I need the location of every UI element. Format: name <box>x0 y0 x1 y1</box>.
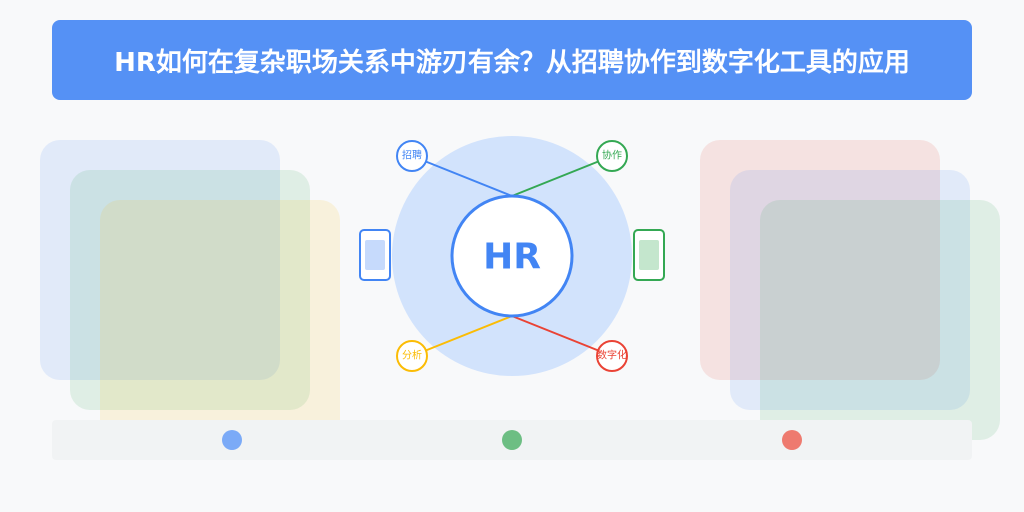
bottom-indicator-bar <box>52 420 972 460</box>
node-digital-label: 数字化 <box>597 349 627 362</box>
hr-hub-circle <box>450 194 574 318</box>
right-phone-icon <box>633 229 665 281</box>
connector-digital <box>511 315 613 357</box>
right-square-red <box>700 140 940 380</box>
right-square-blue <box>730 170 970 410</box>
node-analysis: 分析 <box>396 340 428 372</box>
indicator-dot-red <box>782 430 802 450</box>
left-square-blue <box>40 140 280 380</box>
page-title: HR如何在复杂职场关系中游刃有余？从招聘协作到数字化工具的应用 <box>114 47 910 78</box>
title-banner: HR如何在复杂职场关系中游刃有余？从招聘协作到数字化工具的应用 <box>52 20 972 100</box>
node-recruit-label: 招聘 <box>402 149 422 162</box>
connector-recruit <box>411 155 513 197</box>
left-square-green <box>70 170 310 410</box>
node-collab: 协作 <box>596 140 628 172</box>
indicator-dot-blue <box>222 430 242 450</box>
connector-collab <box>511 155 613 197</box>
right-square-green <box>760 200 1000 440</box>
connector-analysis <box>411 315 513 357</box>
node-collab-label: 协作 <box>602 149 622 162</box>
node-analysis-label: 分析 <box>402 349 422 362</box>
node-digital: 数字化 <box>596 340 628 372</box>
node-recruit: 招聘 <box>396 140 428 172</box>
indicator-dot-green <box>502 430 522 450</box>
hr-hub-label: HR <box>483 237 541 278</box>
left-square-yellow <box>100 200 340 440</box>
left-phone-icon <box>359 229 391 281</box>
